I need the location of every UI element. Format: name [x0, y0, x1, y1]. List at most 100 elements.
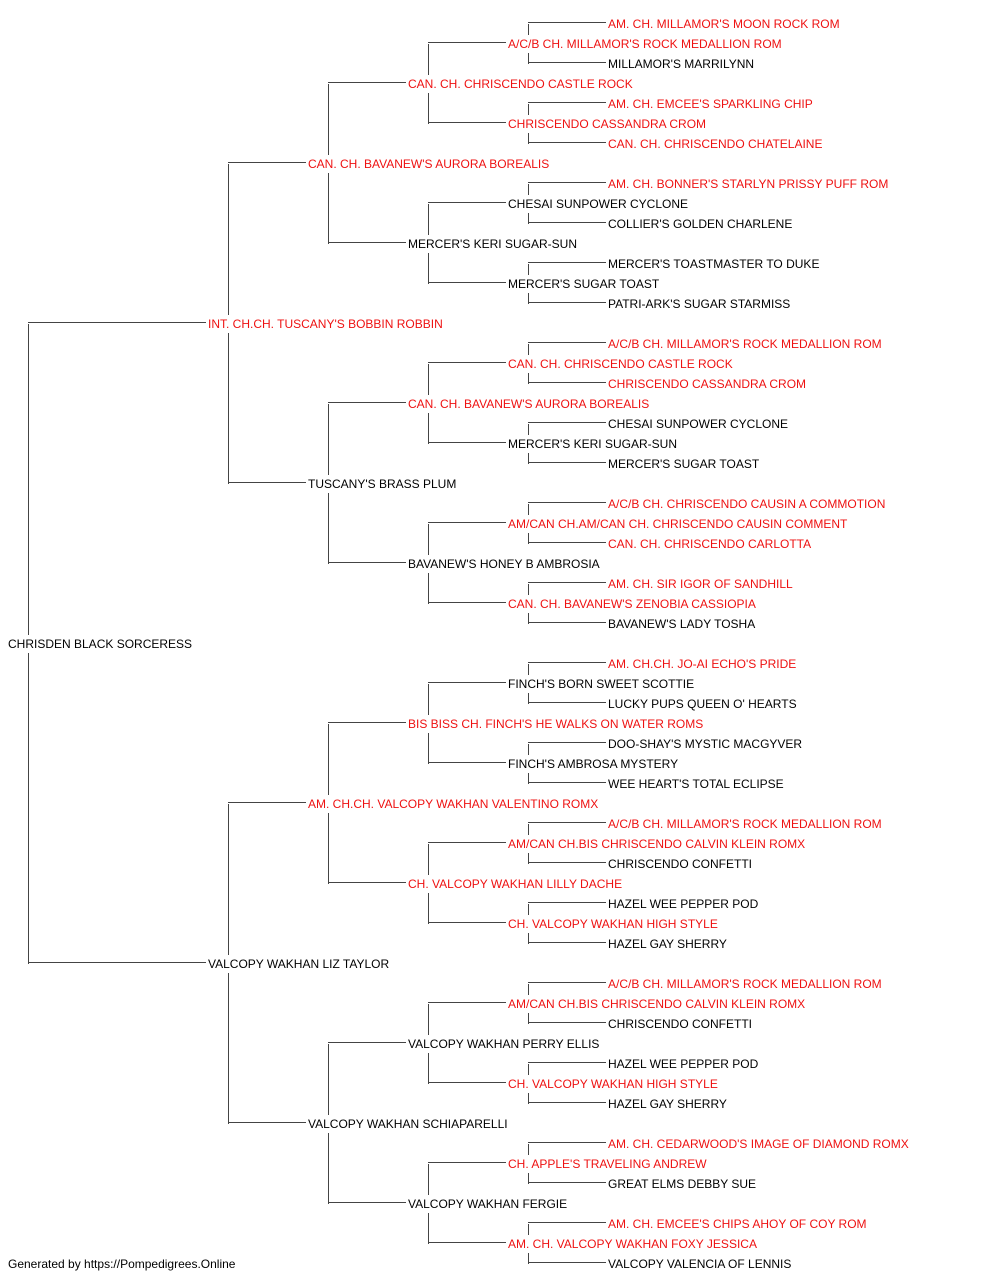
sire-branch: [528, 1222, 606, 1223]
dam-branch: [528, 1102, 606, 1103]
sire-branch: [428, 42, 506, 43]
sire-connector: [528, 344, 529, 355]
dam-branch: [528, 542, 606, 543]
ancestor-name: FINCH'S BORN SWEET SCOTTIE: [508, 677, 695, 691]
dam-connector: [428, 93, 429, 124]
dam-connector: [28, 653, 29, 964]
sire-connector: [528, 1224, 529, 1235]
dam-branch: [428, 1082, 506, 1083]
ancestor-name: AM. CH.CH. VALCOPY WAKHAN VALENTINO ROMX: [308, 797, 599, 811]
ancestor-name: HAZEL WEE PEPPER POD: [608, 1057, 759, 1071]
dam-branch: [228, 482, 306, 483]
sire-connector: [428, 1164, 429, 1195]
dam-connector: [428, 1213, 429, 1244]
dam-branch: [328, 1202, 406, 1203]
dam-connector: [528, 773, 529, 784]
sire-branch: [528, 22, 606, 23]
ancestor-name: AM. CH. EMCEE'S SPARKLING CHIP: [608, 97, 813, 111]
ancestor-name: CAN. CH. BAVANEW'S ZENOBIA CASSIOPIA: [508, 597, 756, 611]
ancestor-name: MERCER'S SUGAR TOAST: [508, 277, 660, 291]
dam-branch: [228, 1122, 306, 1123]
dam-branch: [528, 1182, 606, 1183]
dam-branch: [528, 1022, 606, 1023]
dam-branch: [528, 302, 606, 303]
ancestor-name: MILLAMOR'S MARRILYNN: [608, 57, 755, 71]
sire-connector: [328, 84, 329, 155]
ancestor-name: AM. CH. SIR IGOR OF SANDHILL: [608, 577, 793, 591]
sire-branch: [528, 982, 606, 983]
ancestor-name: A/C/B CH. MILLAMOR'S ROCK MEDALLION ROM: [608, 817, 882, 831]
ancestor-name: A/C/B CH. MILLAMOR'S ROCK MEDALLION ROM: [608, 977, 882, 991]
ancestor-name: CAN. CH. BAVANEW'S AURORA BOREALIS: [408, 397, 650, 411]
ancestor-name: AM/CAN CH.AM/CAN CH. CHRISCENDO CAUSIN C…: [508, 517, 848, 531]
dam-branch: [428, 442, 506, 443]
dam-branch: [428, 602, 506, 603]
ancestor-name: AM. CH.CH. JO-AI ECHO'S PRIDE: [608, 657, 797, 671]
ancestor-name: LUCKY PUPS QUEEN O' HEARTS: [608, 697, 797, 711]
subject-name: CHRISDEN BLACK SORCERESS: [8, 637, 193, 651]
sire-branch: [428, 202, 506, 203]
ancestor-name: MERCER'S TOASTMASTER TO DUKE: [608, 257, 820, 271]
ancestor-name: VALCOPY WAKHAN SCHIAPARELLI: [308, 1117, 508, 1131]
sire-branch: [428, 1162, 506, 1163]
dam-branch: [428, 282, 506, 283]
dam-connector: [328, 1133, 329, 1204]
dam-connector: [528, 133, 529, 144]
dam-connector: [528, 1093, 529, 1104]
sire-connector: [528, 24, 529, 35]
dam-branch: [328, 242, 406, 243]
dam-connector: [428, 573, 429, 604]
ancestor-name: CHRISCENDO CONFETTI: [608, 1017, 752, 1031]
sire-connector: [528, 984, 529, 995]
dam-branch: [528, 702, 606, 703]
dam-branch: [528, 222, 606, 223]
ancestor-name: CHRISCENDO CASSANDRA CROM: [608, 377, 807, 391]
dam-connector: [328, 813, 329, 884]
dam-branch: [528, 862, 606, 863]
dam-connector: [428, 733, 429, 764]
sire-branch: [328, 82, 406, 83]
dam-branch: [528, 462, 606, 463]
sire-connector: [528, 184, 529, 195]
sire-connector: [428, 1004, 429, 1035]
ancestor-name: CHESAI SUNPOWER CYCLONE: [508, 197, 689, 211]
sire-branch: [228, 162, 306, 163]
sire-connector: [228, 804, 229, 955]
dam-branch: [328, 882, 406, 883]
sire-connector: [528, 824, 529, 835]
ancestor-name: MERCER'S KERI SUGAR-SUN: [508, 437, 677, 451]
sire-branch: [428, 1002, 506, 1003]
sire-connector: [528, 1064, 529, 1075]
dam-connector: [428, 253, 429, 284]
generated-by-footer: Generated by https://Pompedigrees.Online: [8, 1257, 236, 1271]
dam-branch: [28, 962, 206, 963]
sire-connector: [428, 44, 429, 75]
sire-branch: [428, 362, 506, 363]
dam-connector: [528, 1253, 529, 1264]
dam-connector: [528, 693, 529, 704]
dam-connector: [528, 293, 529, 304]
sire-branch: [528, 822, 606, 823]
dam-connector: [328, 493, 329, 564]
ancestor-name: BAVANEW'S HONEY B AMBROSIA: [408, 557, 600, 571]
ancestor-name: CAN. CH. CHRISCENDO CHATELAINE: [608, 137, 823, 151]
sire-connector: [528, 424, 529, 435]
sire-connector: [428, 684, 429, 715]
ancestor-name: AM. CH. VALCOPY WAKHAN FOXY JESSICA: [508, 1237, 757, 1251]
ancestor-name: HAZEL WEE PEPPER POD: [608, 897, 759, 911]
ancestor-name: AM/CAN CH.BIS CHRISCENDO CALVIN KLEIN RO…: [508, 997, 806, 1011]
sire-branch: [528, 502, 606, 503]
dam-connector: [528, 373, 529, 384]
ancestor-name: TUSCANY'S BRASS PLUM: [308, 477, 457, 491]
ancestor-name: AM/CAN CH.BIS CHRISCENDO CALVIN KLEIN RO…: [508, 837, 806, 851]
ancestor-name: A/C/B CH. MILLAMOR'S ROCK MEDALLION ROM: [508, 37, 782, 51]
sire-branch: [428, 842, 506, 843]
dam-connector: [428, 893, 429, 924]
sire-branch: [528, 582, 606, 583]
dam-branch: [528, 382, 606, 383]
dam-connector: [528, 213, 529, 224]
dam-connector: [528, 1013, 529, 1024]
sire-connector: [528, 264, 529, 275]
sire-connector: [528, 104, 529, 115]
